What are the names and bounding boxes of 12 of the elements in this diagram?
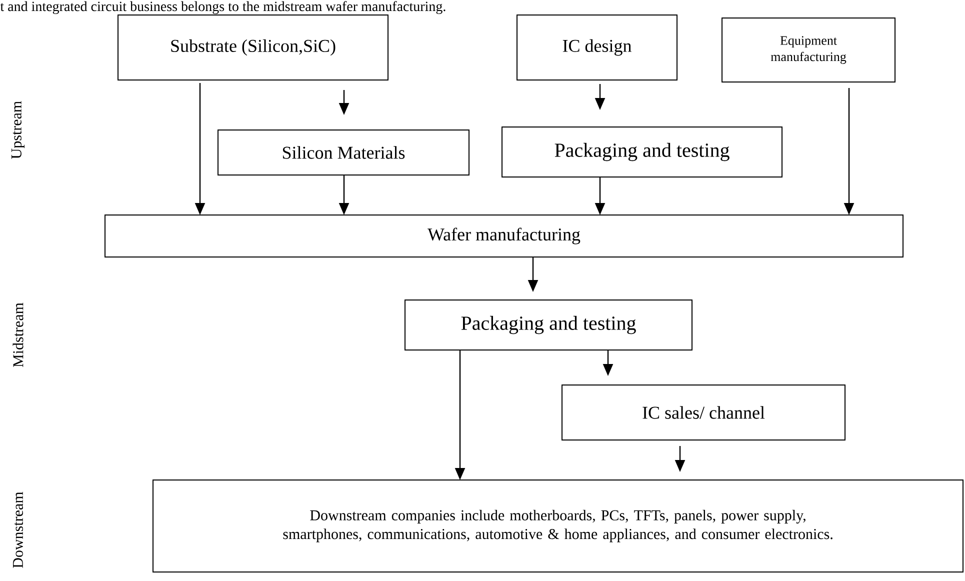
section-label: Upstream — [12, 101, 25, 159]
section-label: Midstream — [12, 302, 24, 368]
process-box: Substrate (Silicon,SiC) — [118, 14, 388, 80]
process-box: Downstream companies include motherboards, PCs, TFTs, panels, power supply, smartphones, communications, automotive & home appliances, and consumer electronics. — [152, 480, 964, 572]
process-box: Silicon Materials — [218, 130, 470, 176]
section-label: Downstream — [13, 492, 23, 568]
process-box: IC design — [516, 14, 678, 80]
process-box: Packaging and testing — [502, 126, 783, 178]
process-box: Packaging and testing — [404, 300, 692, 350]
process-box: IC sales/ channel — [562, 384, 846, 440]
process-box: Equipment manufacturing — [722, 18, 896, 82]
process-box: Wafer manufacturing — [104, 214, 904, 258]
